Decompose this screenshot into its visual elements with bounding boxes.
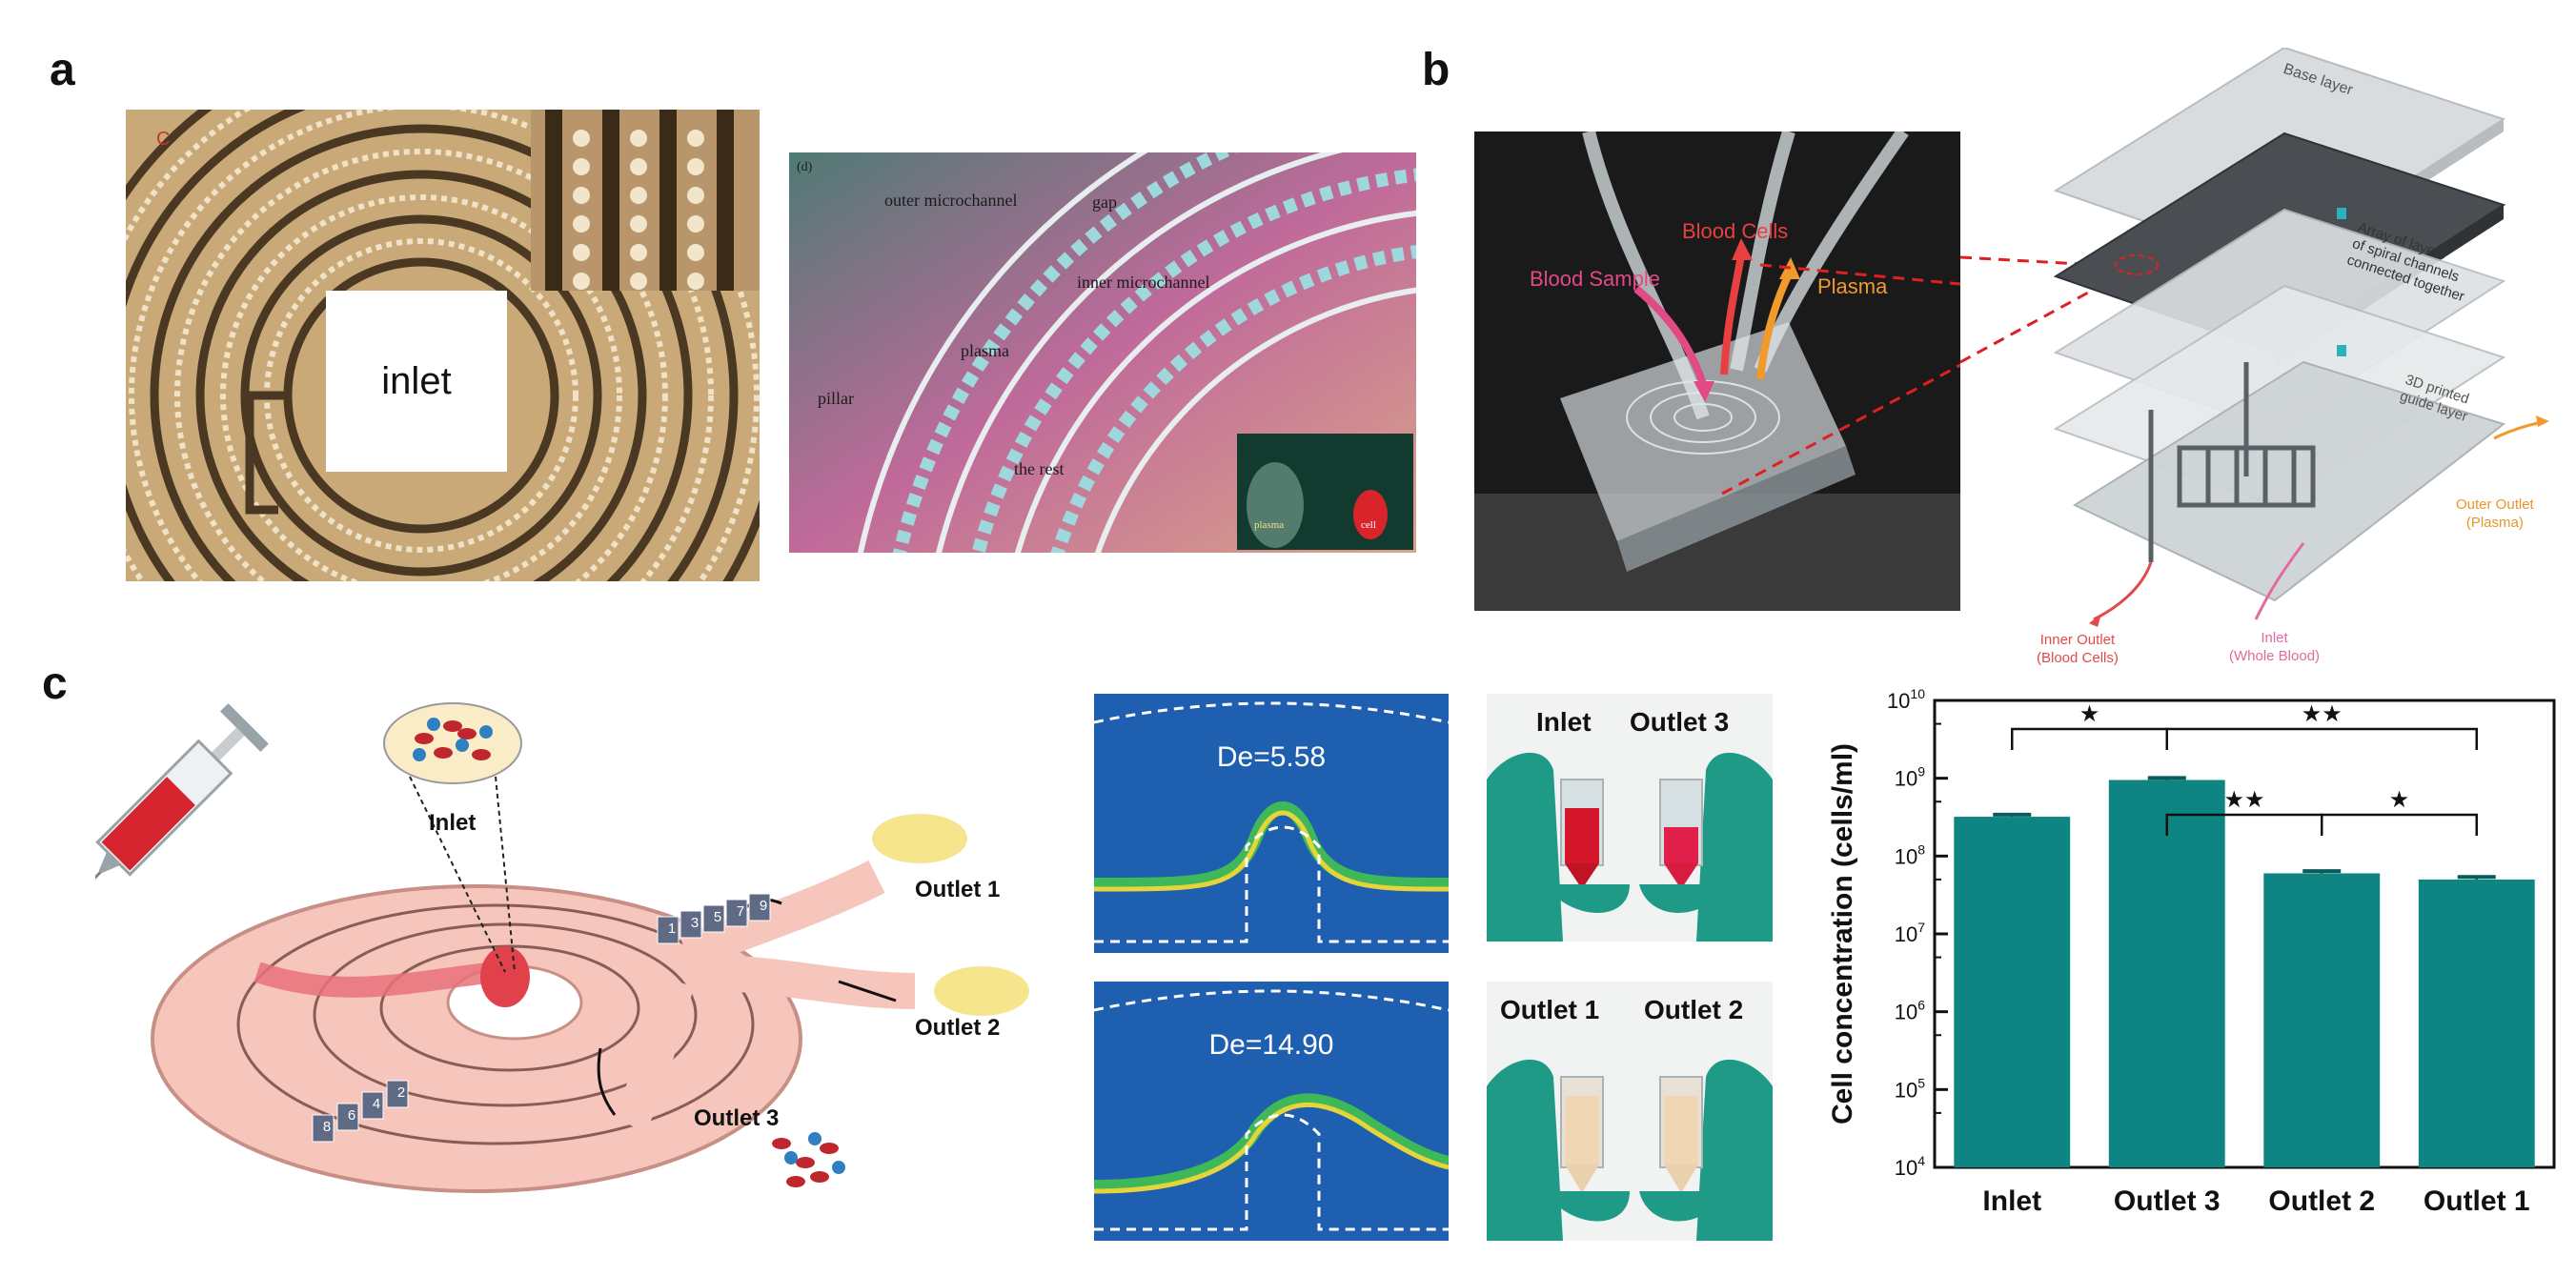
outer-outlet-line-2: (Plasma): [2465, 515, 2524, 531]
device-photo-drawing: [1474, 132, 1960, 611]
fluorescent-micrograph-drawing: [789, 152, 1416, 553]
label-gap: gap: [1092, 192, 1117, 212]
panel-letter-b: b: [1422, 45, 1450, 95]
y-tick-label-5: 109: [1895, 764, 1925, 791]
x-tick-label-2: Outlet 2: [2268, 1185, 2375, 1217]
marker-4: 4: [372, 1096, 381, 1112]
marker-1: 1: [667, 921, 677, 937]
y-tick-exponent-3: 7: [1917, 920, 1925, 935]
significance-label-0: ★: [2079, 700, 2100, 727]
y-tick-label-0: 104: [1895, 1153, 1925, 1180]
y-tick-label-1: 105: [1895, 1075, 1925, 1102]
significance-label-3: ★: [2389, 786, 2410, 813]
y-tick-exponent-6: 10: [1910, 686, 1925, 701]
y-tick-label-4: 108: [1895, 841, 1925, 868]
corner-tag: (d): [797, 160, 813, 174]
panel-letter-c: c: [42, 658, 68, 709]
significance-label-1: ★★: [2302, 700, 2343, 727]
y-tick-label-3: 107: [1895, 920, 1925, 946]
inner-outlet-line-2: (Blood Cells): [2037, 650, 2119, 666]
panel-letter-a: a: [50, 45, 75, 95]
label-blood-sample: Blood Sample: [1530, 267, 1660, 291]
bar-3: [2418, 879, 2535, 1167]
label-inner-microchannel: inner microchannel: [1077, 273, 1210, 292]
exploded-device-diagram: Base layer Array of layers of spiral cha…: [1959, 46, 2561, 667]
label-blood-cells: Blood Cells: [1682, 219, 1789, 243]
tubes-bottom-drawing: [1487, 1059, 1773, 1241]
marker-5: 5: [713, 909, 722, 925]
y-tick-exponent-2: 6: [1917, 998, 1925, 1013]
sim-top-drawing: [1094, 701, 1449, 943]
label-outlet-1: Outlet 1: [915, 877, 1001, 902]
label-outlet-3: Outlet 3: [694, 1105, 780, 1131]
sim-top-label: De=5.58: [1216, 741, 1327, 773]
label-outer-microchannel: outer microchannel: [884, 191, 1018, 210]
y-tick-label-2: 106: [1895, 998, 1925, 1024]
marker-2: 2: [396, 1084, 406, 1101]
tube-label-inlet: Inlet: [1536, 707, 1592, 737]
corner-tag: C: [156, 129, 171, 150]
y-tick-label-6: 1010: [1887, 686, 1925, 713]
marker-9: 9: [759, 898, 768, 914]
label-the-rest: the rest: [1014, 459, 1065, 478]
x-tick-label-1: Outlet 3: [2114, 1185, 2221, 1217]
sim-bottom-drawing: [1094, 989, 1449, 1231]
x-tick-label-0: Inlet: [1982, 1185, 2041, 1217]
bar-0: [1954, 817, 2071, 1167]
bar-1: [2108, 780, 2225, 1167]
outer-outlet-line-1: Outer Outlet: [2456, 496, 2534, 513]
bar-2: [2263, 873, 2381, 1167]
fluorescent-channel-micrograph: (d) outer microchannel gap inner microch…: [789, 152, 1416, 553]
y-axis-label: Cell concentration (cells/ml): [1827, 743, 1858, 1124]
tubes-top-drawing: [1487, 752, 1773, 942]
sim-bottom-label: De=14.90: [1208, 1029, 1334, 1061]
inlet-label: inlet: [381, 359, 452, 402]
spiral-micrograph-drawing: [126, 110, 760, 581]
simulation-de-5-58: De=5.58: [1094, 694, 1449, 953]
marker-6: 6: [347, 1107, 356, 1124]
spiral-device-schematic: Inlet Outlet 1 Outlet 2 Outlet 3 1 3 5 7…: [59, 686, 1048, 1220]
significance-label-2: ★★: [2223, 786, 2264, 813]
label-inner-outlet: Inner Outlet (Blood Cells): [2037, 631, 2119, 667]
inner-outlet-line-1: Inner Outlet: [2039, 632, 2116, 648]
x-tick-label-3: Outlet 1: [2424, 1185, 2530, 1217]
inset-label-plasma: plasma: [1254, 519, 1285, 531]
y-tick-exponent-5: 9: [1917, 764, 1925, 780]
inlet-line-1: Inlet: [2261, 630, 2288, 646]
tube-label-outlet-3: Outlet 3: [1630, 707, 1730, 737]
label-outlet-2: Outlet 2: [915, 1015, 1001, 1041]
simulation-de-14-90: De=14.90: [1094, 982, 1449, 1241]
marker-3: 3: [690, 915, 700, 931]
exploded-layers-drawing: [1959, 46, 2549, 627]
inset-label-cell: cell: [1361, 519, 1376, 531]
marker-7: 7: [736, 903, 745, 920]
tubes-outlet1-outlet2-photo: Outlet 1 Outlet 2: [1487, 982, 1773, 1241]
inlet-line-2: (Whole Blood): [2229, 648, 2321, 664]
spiral-channel-micrograph: inlet C: [126, 110, 760, 581]
label-plasma: plasma: [961, 341, 1009, 360]
label-inlet-whole-blood: Inlet (Whole Blood): [2229, 629, 2320, 665]
device-photo: Blood Sample Blood Cells Plasma: [1474, 132, 1960, 611]
marker-8: 8: [322, 1119, 332, 1135]
label-plasma: Plasma: [1817, 274, 1888, 298]
significance-bracket-1: [2165, 727, 2478, 750]
y-tick-exponent-1: 5: [1917, 1075, 1925, 1090]
significance-bracket-3: [2321, 813, 2478, 836]
tube-label-outlet-2: Outlet 2: [1644, 995, 1744, 1024]
y-tick-exponent-0: 4: [1917, 1153, 1925, 1168]
label-outer-outlet: Outer Outlet (Plasma): [2456, 496, 2534, 532]
tube-label-outlet-1: Outlet 1: [1500, 995, 1600, 1024]
significance-bracket-0: [2011, 727, 2168, 750]
spiral-schematic-drawing: [59, 702, 1029, 1193]
label-inlet: Inlet: [429, 810, 477, 836]
tubes-inlet-outlet3-photo: Inlet Outlet 3: [1487, 694, 1773, 942]
y-tick-exponent-4: 8: [1917, 841, 1925, 857]
label-pillar: pillar: [818, 389, 854, 408]
